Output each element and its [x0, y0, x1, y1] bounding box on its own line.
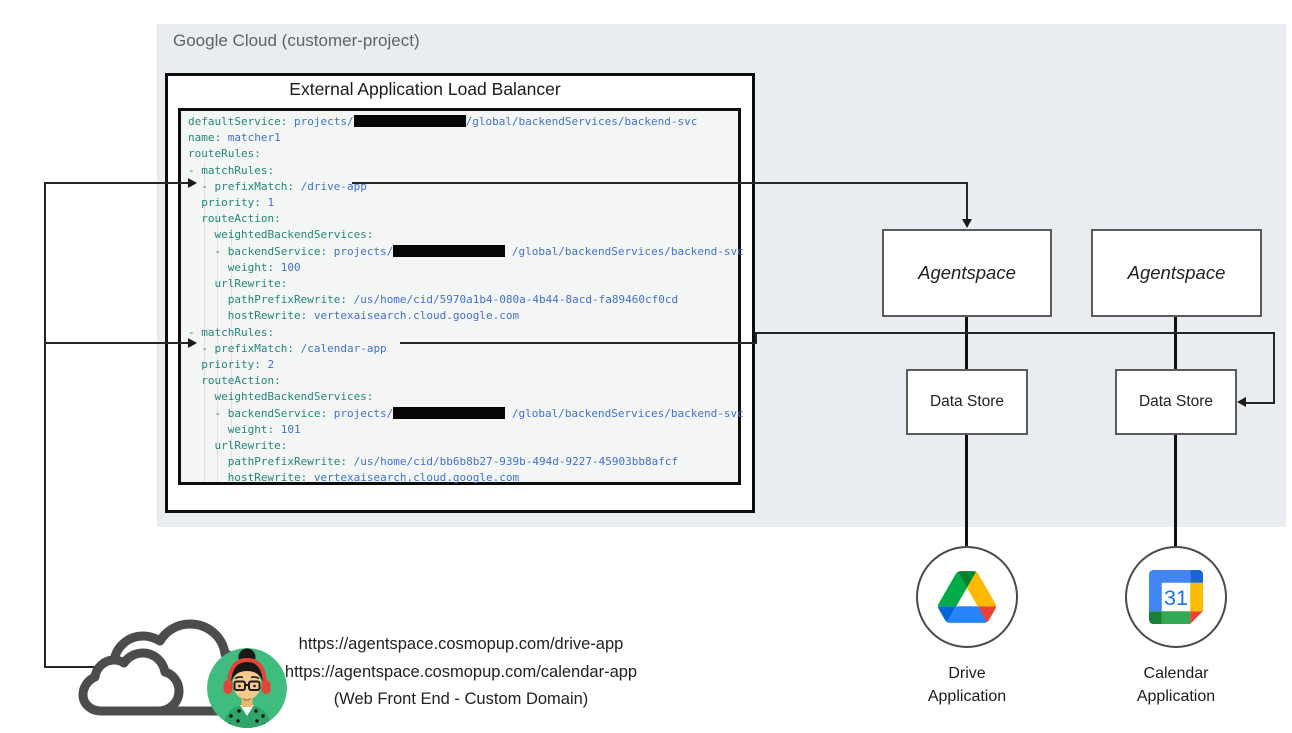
connector-datastore2-calendarapp: [1174, 435, 1177, 547]
yaml-line: hostRewrite: vertexaisearch.cloud.google…: [188, 309, 520, 323]
front-end-caption: (Web Front End - Custom Domain): [333, 690, 589, 708]
connector-to-cloud-icon: [44, 666, 96, 668]
drive-app-label: Drive Application: [927, 665, 1007, 705]
google-calendar-icon: 31: [1149, 570, 1203, 624]
connector-calendar-rule-seg2: [755, 332, 1275, 334]
datastore-box-left: Data Store: [906, 369, 1028, 435]
connector-calendar-rule-seg3: [1273, 332, 1275, 404]
connector-datastore1-driveapp: [965, 435, 968, 547]
yaml-line: priority: 1: [188, 196, 275, 210]
front-end-urls: https://agentspace.cosmopup.com/drive-ap…: [280, 631, 642, 714]
yaml-line: priority: 2: [188, 358, 275, 372]
arrowhead-into-datastore2: [1237, 397, 1246, 407]
region-label: Google Cloud (customer-project): [173, 31, 420, 50]
connector-drive-rule-horizontal: [352, 182, 968, 184]
indent-guide: [231, 227, 232, 485]
yaml-line: - prefixMatch: /drive-app: [188, 179, 367, 193]
connector-agentspace2-datastore2: [1174, 317, 1177, 369]
calendar-app-label: Calendar Application: [1136, 665, 1216, 705]
datastore-left-label: Data Store: [929, 393, 1005, 410]
yaml-line: - matchRules:: [188, 163, 275, 177]
yaml-line: - backendService: projects/ /global/back…: [188, 244, 744, 258]
agentspace-left-label: Agentspace: [918, 262, 1016, 283]
indent-guide: [217, 211, 218, 485]
yaml-line: pathPrefixRewrite: /us/home/cid/5970a1b4…: [188, 293, 679, 307]
user-avatar: [207, 648, 287, 728]
arrowhead-into-prefix-drive: [188, 178, 197, 188]
url-calendar-app: https://agentspace.cosmopup.com/calendar…: [284, 662, 638, 681]
calendar-day-number: 31: [1164, 585, 1188, 610]
agentspace-right-label: Agentspace: [1127, 262, 1226, 283]
datastore-right-label: Data Store: [1138, 393, 1214, 410]
agentspace-box-right: Agentspace: [1091, 229, 1262, 317]
yaml-line: defaultService: projects//global/backend…: [188, 115, 698, 128]
connector-branch-driveapp: [44, 182, 188, 184]
yaml-line: routeAction:: [188, 212, 281, 226]
connector-calendar-rule-seg4: [1246, 402, 1274, 404]
yaml-line: urlRewrite:: [188, 277, 288, 291]
redacted-project-id: [393, 244, 506, 257]
yaml-line: routeAction:: [188, 374, 281, 388]
url-map-yaml: defaultService: projects//global/backend…: [178, 108, 744, 487]
yaml-line: hostRewrite: vertexaisearch.cloud.google…: [188, 471, 520, 485]
yaml-line: - backendService: projects/ /global/back…: [188, 406, 744, 420]
yaml-line: urlRewrite:: [188, 439, 288, 453]
calendar-app-circle: 31: [1125, 546, 1227, 648]
connector-user-vertical: [44, 182, 46, 668]
agentspace-box-left: Agentspace: [882, 229, 1052, 317]
yaml-line: weightedBackendServices:: [188, 228, 374, 242]
load-balancer-title: External Application Load Balancer: [289, 79, 561, 99]
redacted-project-id: [393, 406, 506, 419]
arrowhead-into-agentspace1: [962, 219, 972, 228]
yaml-line: weightedBackendServices:: [188, 390, 374, 404]
redacted-project-id: [353, 115, 466, 127]
google-drive-icon: [938, 571, 996, 623]
yaml-line: name: matcher1: [188, 131, 281, 145]
yaml-line: weight: 100: [188, 260, 301, 274]
connector-calendar-rule-seg1: [400, 342, 757, 344]
connector-agentspace1-datastore1: [965, 317, 968, 369]
datastore-box-right: Data Store: [1115, 369, 1237, 435]
yaml-line: pathPrefixRewrite: /us/home/cid/bb6b8b27…: [188, 455, 679, 469]
yaml-line: weight: 101: [188, 422, 301, 436]
yaml-code-lines: defaultService: projects//global/backend…: [188, 114, 744, 487]
arrowhead-into-prefix-calendar: [188, 338, 197, 348]
connector-branch-calendarapp: [44, 342, 188, 344]
yaml-line: - matchRules:: [188, 325, 275, 339]
connector-calendar-rule-jog: [755, 333, 757, 344]
yaml-line: - prefixMatch: /calendar-app: [188, 341, 387, 355]
yaml-line: routeRules:: [188, 147, 261, 161]
url-drive-app: https://agentspace.cosmopup.com/drive-ap…: [298, 635, 624, 653]
drive-app-circle: [916, 546, 1018, 648]
connector-drive-rule-vertical: [966, 183, 968, 220]
indent-guide: [204, 163, 205, 485]
